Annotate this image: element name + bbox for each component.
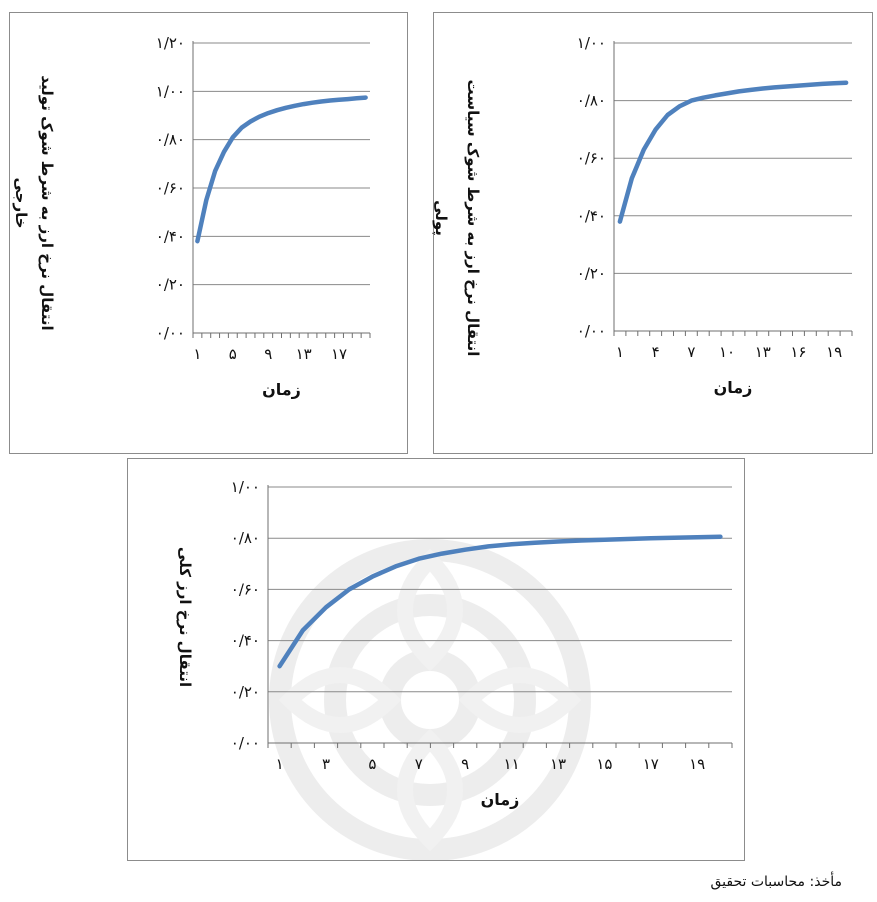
x-tick-label: ۹ bbox=[264, 345, 272, 363]
y-tick-label: ۰/۲۰ bbox=[577, 264, 606, 282]
y-tick-label: ۰/۲۰ bbox=[231, 683, 260, 701]
y-tick-label: ۰/۴۰ bbox=[577, 207, 606, 225]
x-tick-label: ۱۳ bbox=[755, 343, 771, 361]
series-line bbox=[277, 534, 723, 669]
y-axis-label: انتقال نرخ ارز کلی bbox=[176, 547, 194, 687]
x-tick-label: ۷ bbox=[687, 343, 695, 361]
y-tick-label: ۰/۴۰ bbox=[156, 227, 185, 245]
y-tick-label: ۰/۶۰ bbox=[156, 179, 185, 197]
x-tick-label: ۱۷ bbox=[643, 755, 659, 773]
chart-panel-monetary-policy-shock: ۰/۰۰ ۰/۲۰ ۰/۴۰ ۰/۶۰ ۰/۸۰ ۱/۰۰ ۱ ۴ ۷ ۱۰ ۱۳ ۱۶ ۱۹ زمان ا… bbox=[431, 12, 873, 454]
chart-panel-foreign-output-shock: ۰/۰۰ ۰/۲۰ ۰/۴۰ ۰/۶۰ ۰/۸۰ ۱/۰۰ ۱/۲۰ ۱ ۵ ۹ ۱۳ ۱۷ زمان ا… bbox=[9, 12, 408, 454]
y-tick-label: ۱/۰۰ bbox=[577, 34, 606, 52]
y-tick-label: ۰/۴۰ bbox=[231, 632, 260, 650]
x-tick-label: ۹ bbox=[461, 755, 469, 773]
x-tick-label: ۱۰ bbox=[719, 343, 735, 361]
x-tick-label: ۱۱ bbox=[504, 755, 520, 773]
x-tick-label: ۱۷ bbox=[331, 345, 347, 363]
y-tick-label: ۰/۲۰ bbox=[156, 276, 185, 294]
y-tick-label: ۰/۰۰ bbox=[231, 734, 260, 752]
x-tick-label: ۳ bbox=[322, 755, 330, 773]
x-tick-label: ۱۳ bbox=[550, 755, 566, 773]
x-tick-label: ۷ bbox=[415, 755, 423, 773]
x-tick-label: ۱ bbox=[616, 343, 624, 361]
x-tick-label: ۵ bbox=[229, 345, 237, 363]
y-tick-label: ۱/۰۰ bbox=[231, 478, 260, 496]
x-tick-label: ۱۶ bbox=[790, 343, 806, 361]
x-tick-label: ۱۳ bbox=[296, 345, 312, 363]
x-axis-label: زمان bbox=[481, 790, 520, 809]
y-tick-label: ۰/۶۰ bbox=[231, 580, 260, 598]
x-axis-label: زمان bbox=[714, 378, 753, 397]
source-note: مأخذ: محاسبات تحقیق bbox=[710, 874, 842, 890]
x-tick-label: ۱ bbox=[276, 755, 284, 773]
y-tick-label: ۰/۸۰ bbox=[577, 92, 606, 110]
y-tick-label: ۱/۰۰ bbox=[156, 82, 185, 100]
y-tick-label: ۰/۰۰ bbox=[156, 324, 185, 342]
y-tick-label: ۰/۸۰ bbox=[156, 131, 185, 149]
y-tick-label: ۱/۲۰ bbox=[156, 34, 185, 52]
x-tick-label: ۱ bbox=[193, 345, 201, 363]
chart-foreign-output-shock: ۰/۰۰ ۰/۲۰ ۰/۴۰ ۰/۶۰ ۰/۸۰ ۱/۰۰ ۱/۲۰ ۱ ۵ ۹ ۱۳ ۱۷ زمان ا… bbox=[12, 34, 371, 399]
x-axis-label: زمان bbox=[262, 380, 301, 399]
x-tick-label: ۴ bbox=[652, 343, 660, 361]
y-axis-label: انتقال نرخ ارز به شرط شوک تولیدخارجی bbox=[12, 75, 56, 330]
y-tick-label: ۰/۶۰ bbox=[577, 149, 606, 167]
y-axis-label: انتقال نرخ ارز به شرط شوک سیاستپولی bbox=[431, 80, 482, 357]
chart-monetary-policy-shock: ۰/۰۰ ۰/۲۰ ۰/۴۰ ۰/۶۰ ۰/۸۰ ۱/۰۰ ۱ ۴ ۷ ۱۰ ۱۳ ۱۶ ۱۹ زمان ا… bbox=[431, 34, 853, 397]
x-tick-label: ۱۹ bbox=[826, 343, 842, 361]
y-tick-label: ۰/۰۰ bbox=[577, 322, 606, 340]
x-tick-label: ۱۹ bbox=[689, 755, 705, 773]
x-tick-label: ۵ bbox=[368, 755, 376, 773]
series-line bbox=[617, 80, 849, 224]
series-line bbox=[195, 95, 368, 244]
x-tick-label: ۱۵ bbox=[596, 755, 612, 773]
y-tick-label: ۰/۸۰ bbox=[231, 529, 260, 547]
